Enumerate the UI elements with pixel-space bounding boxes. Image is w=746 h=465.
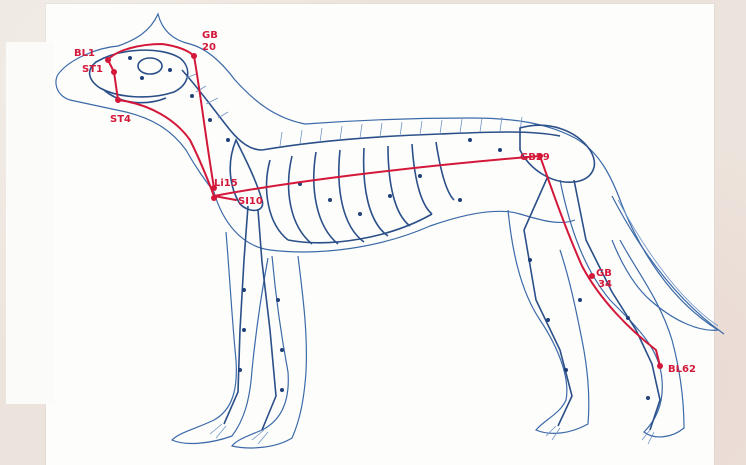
- meridian-labels: BL1 ST1 ST4 GB 20 Li15 SI10 GB29 GB 34 B…: [74, 30, 696, 375]
- label-gb: GB: [202, 30, 218, 41]
- label-st1: ST1: [82, 64, 103, 75]
- dog-outline: [56, 14, 724, 448]
- acupoint-markers: [128, 56, 650, 400]
- label-bl1: BL1: [74, 48, 95, 59]
- label-si10: SI10: [238, 196, 263, 207]
- label-gb34-top: GB: [596, 268, 612, 279]
- label-li15: Li15: [214, 178, 238, 189]
- label-bl62: BL62: [668, 364, 696, 375]
- label-gb34-bottom: 34: [598, 279, 612, 290]
- label-gb20: 20: [202, 42, 216, 53]
- label-gb29: GB29: [520, 152, 550, 163]
- label-st4: ST4: [110, 114, 131, 125]
